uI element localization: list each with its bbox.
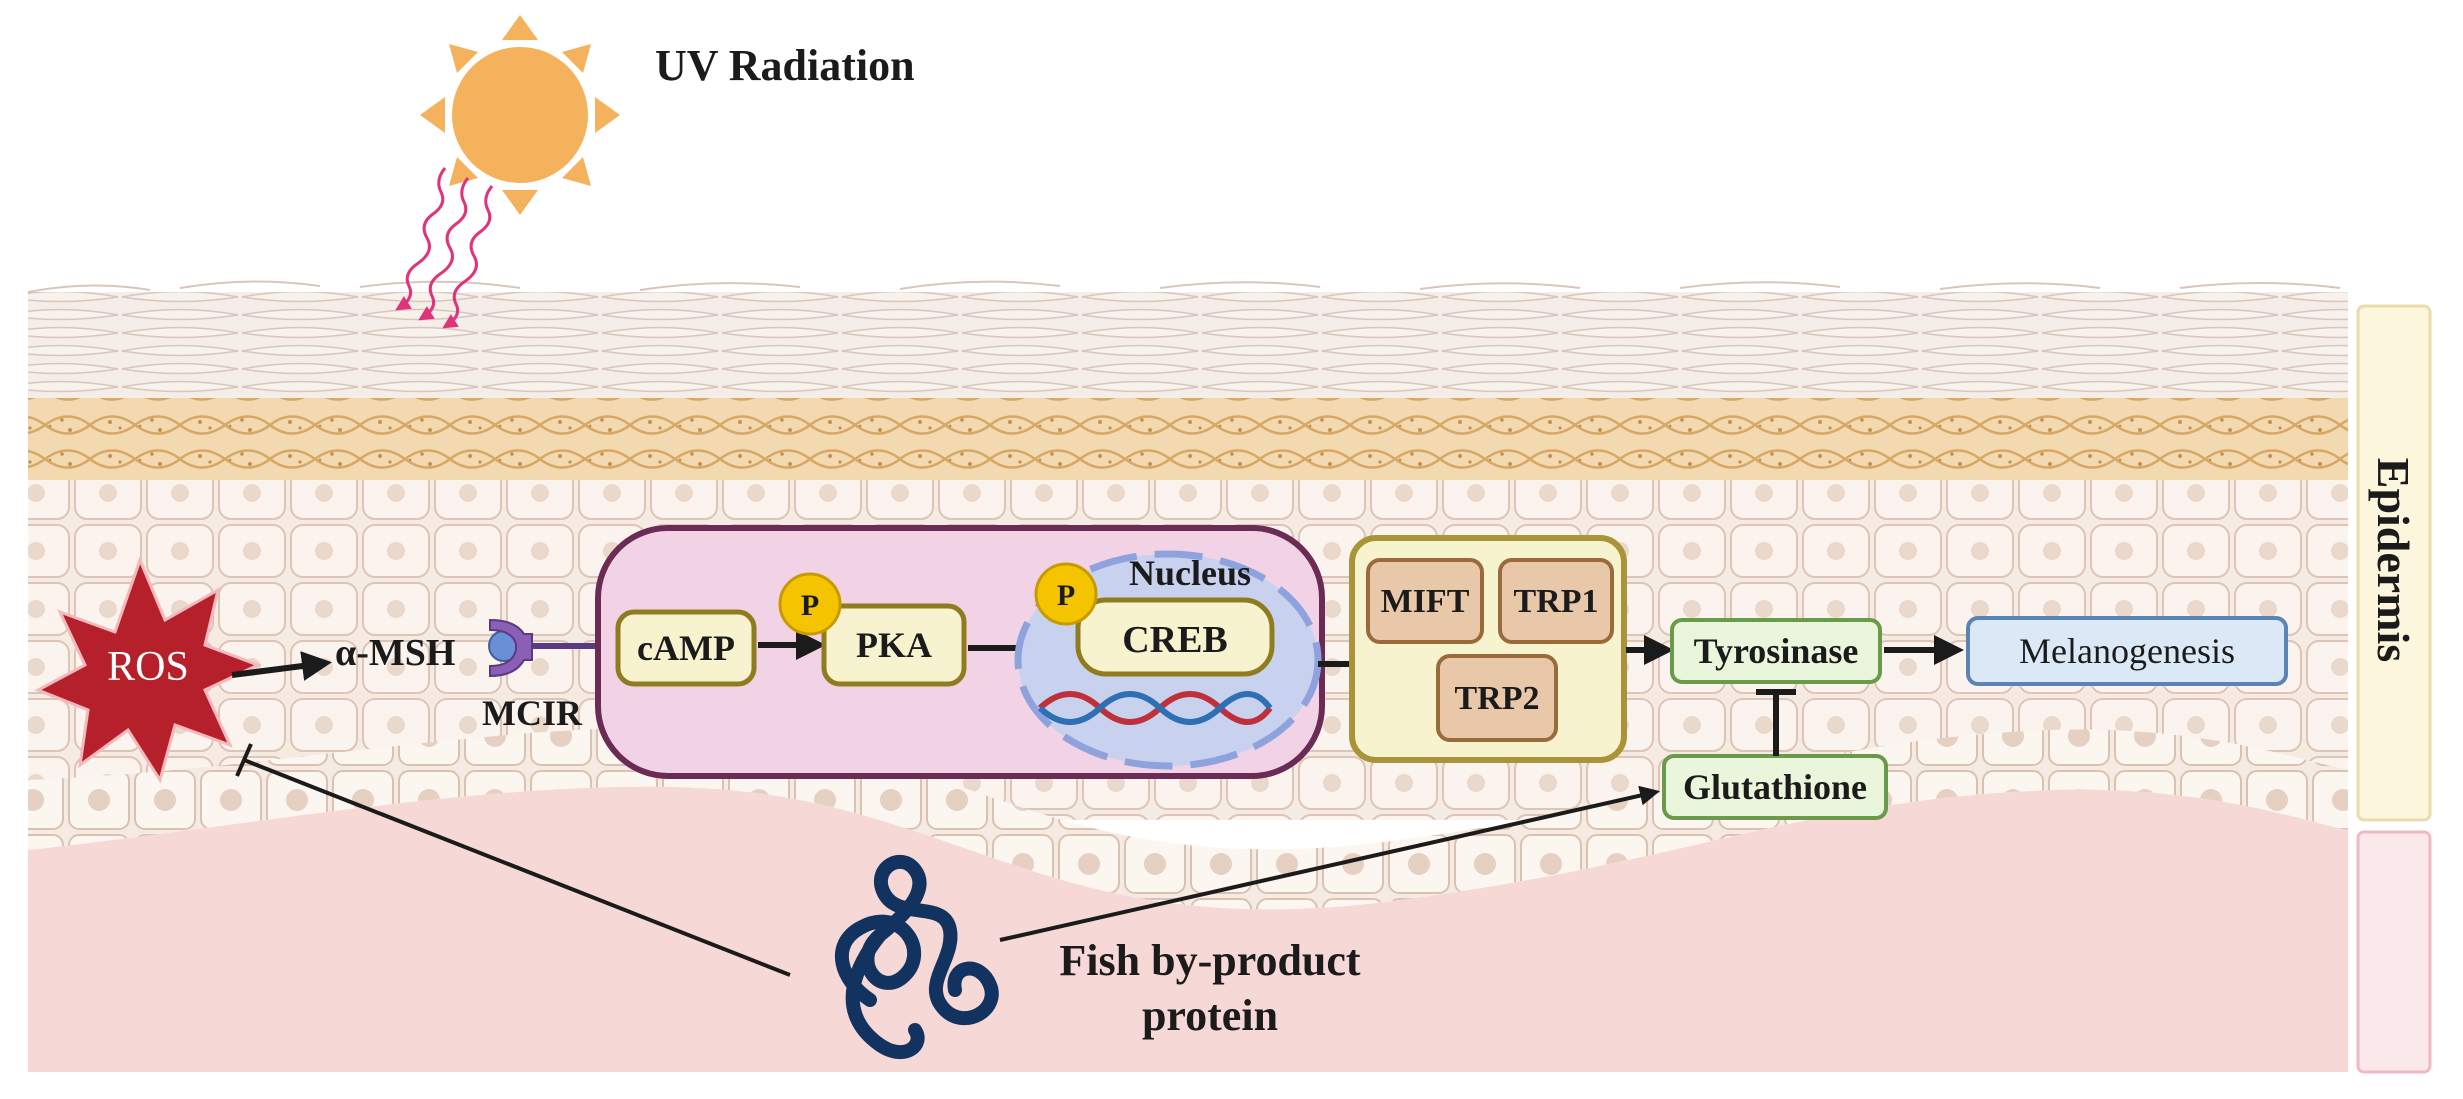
skin-surface-flakes bbox=[27, 280, 2341, 293]
epidermis-label: Epidermis bbox=[2368, 458, 2419, 662]
ros-burst-icon bbox=[34, 555, 262, 784]
creb-node bbox=[1075, 597, 1275, 677]
dermis-bar bbox=[2356, 830, 2432, 1074]
stratum-granulosum-layer bbox=[28, 398, 2348, 482]
trp1-label: TRP1 bbox=[1514, 583, 1599, 620]
uv-radiation-label: UV Radiation bbox=[655, 41, 915, 90]
melanogenesis-label: Melanogenesis bbox=[2019, 631, 2235, 671]
mift-node bbox=[1366, 558, 1484, 644]
trp2-node bbox=[1436, 654, 1558, 742]
glutathione-label: Glutathione bbox=[1683, 767, 1867, 807]
trp1-node bbox=[1498, 558, 1614, 644]
mc1r-receptor-icon bbox=[488, 618, 598, 678]
creb-phospho-icon bbox=[1034, 562, 1098, 626]
nucleus-label: Nucleus bbox=[1129, 553, 1251, 593]
creb-label: CREB bbox=[1122, 619, 1228, 661]
protein-inhibits-ros bbox=[243, 758, 791, 977]
pka-node bbox=[821, 603, 967, 687]
tyrosinase-label: Tyrosinase bbox=[1694, 631, 1859, 671]
melanogenesis-node bbox=[1966, 616, 2288, 686]
mift-label: MIFT bbox=[1381, 583, 1470, 620]
protein-to-glutathione-arrow bbox=[999, 785, 1660, 942]
ros-label: ROS bbox=[107, 644, 189, 690]
camp-label: cAMP bbox=[637, 628, 735, 668]
ros-to-amsh-arrow bbox=[231, 651, 332, 681]
mcir-label: MCIR bbox=[482, 693, 583, 733]
fish-protein-icon bbox=[835, 854, 999, 1059]
creb-phospho-label: P bbox=[1057, 579, 1075, 612]
sun-icon bbox=[420, 15, 620, 215]
amsh-label: α-MSH bbox=[335, 632, 455, 674]
pka-phospho-icon bbox=[778, 572, 842, 636]
trp2-label: TRP2 bbox=[1455, 680, 1540, 717]
pka-label: PKA bbox=[856, 625, 932, 665]
tyrosinase-node bbox=[1670, 618, 1882, 684]
stratum-corneum-layer bbox=[28, 292, 2348, 400]
fish-protein-label: Fish by-product bbox=[1059, 936, 1360, 985]
dna-helix-icon bbox=[1037, 691, 1273, 725]
ros-inhibition-bar bbox=[235, 743, 253, 777]
epidermis-bar bbox=[2356, 304, 2432, 822]
camp-node bbox=[615, 609, 757, 687]
pka-phospho-label: P bbox=[801, 589, 819, 622]
fish-protein-label-line2: protein bbox=[1142, 991, 1278, 1040]
uv-rays-icon bbox=[395, 167, 494, 329]
dermis-layer bbox=[28, 786, 2348, 1072]
